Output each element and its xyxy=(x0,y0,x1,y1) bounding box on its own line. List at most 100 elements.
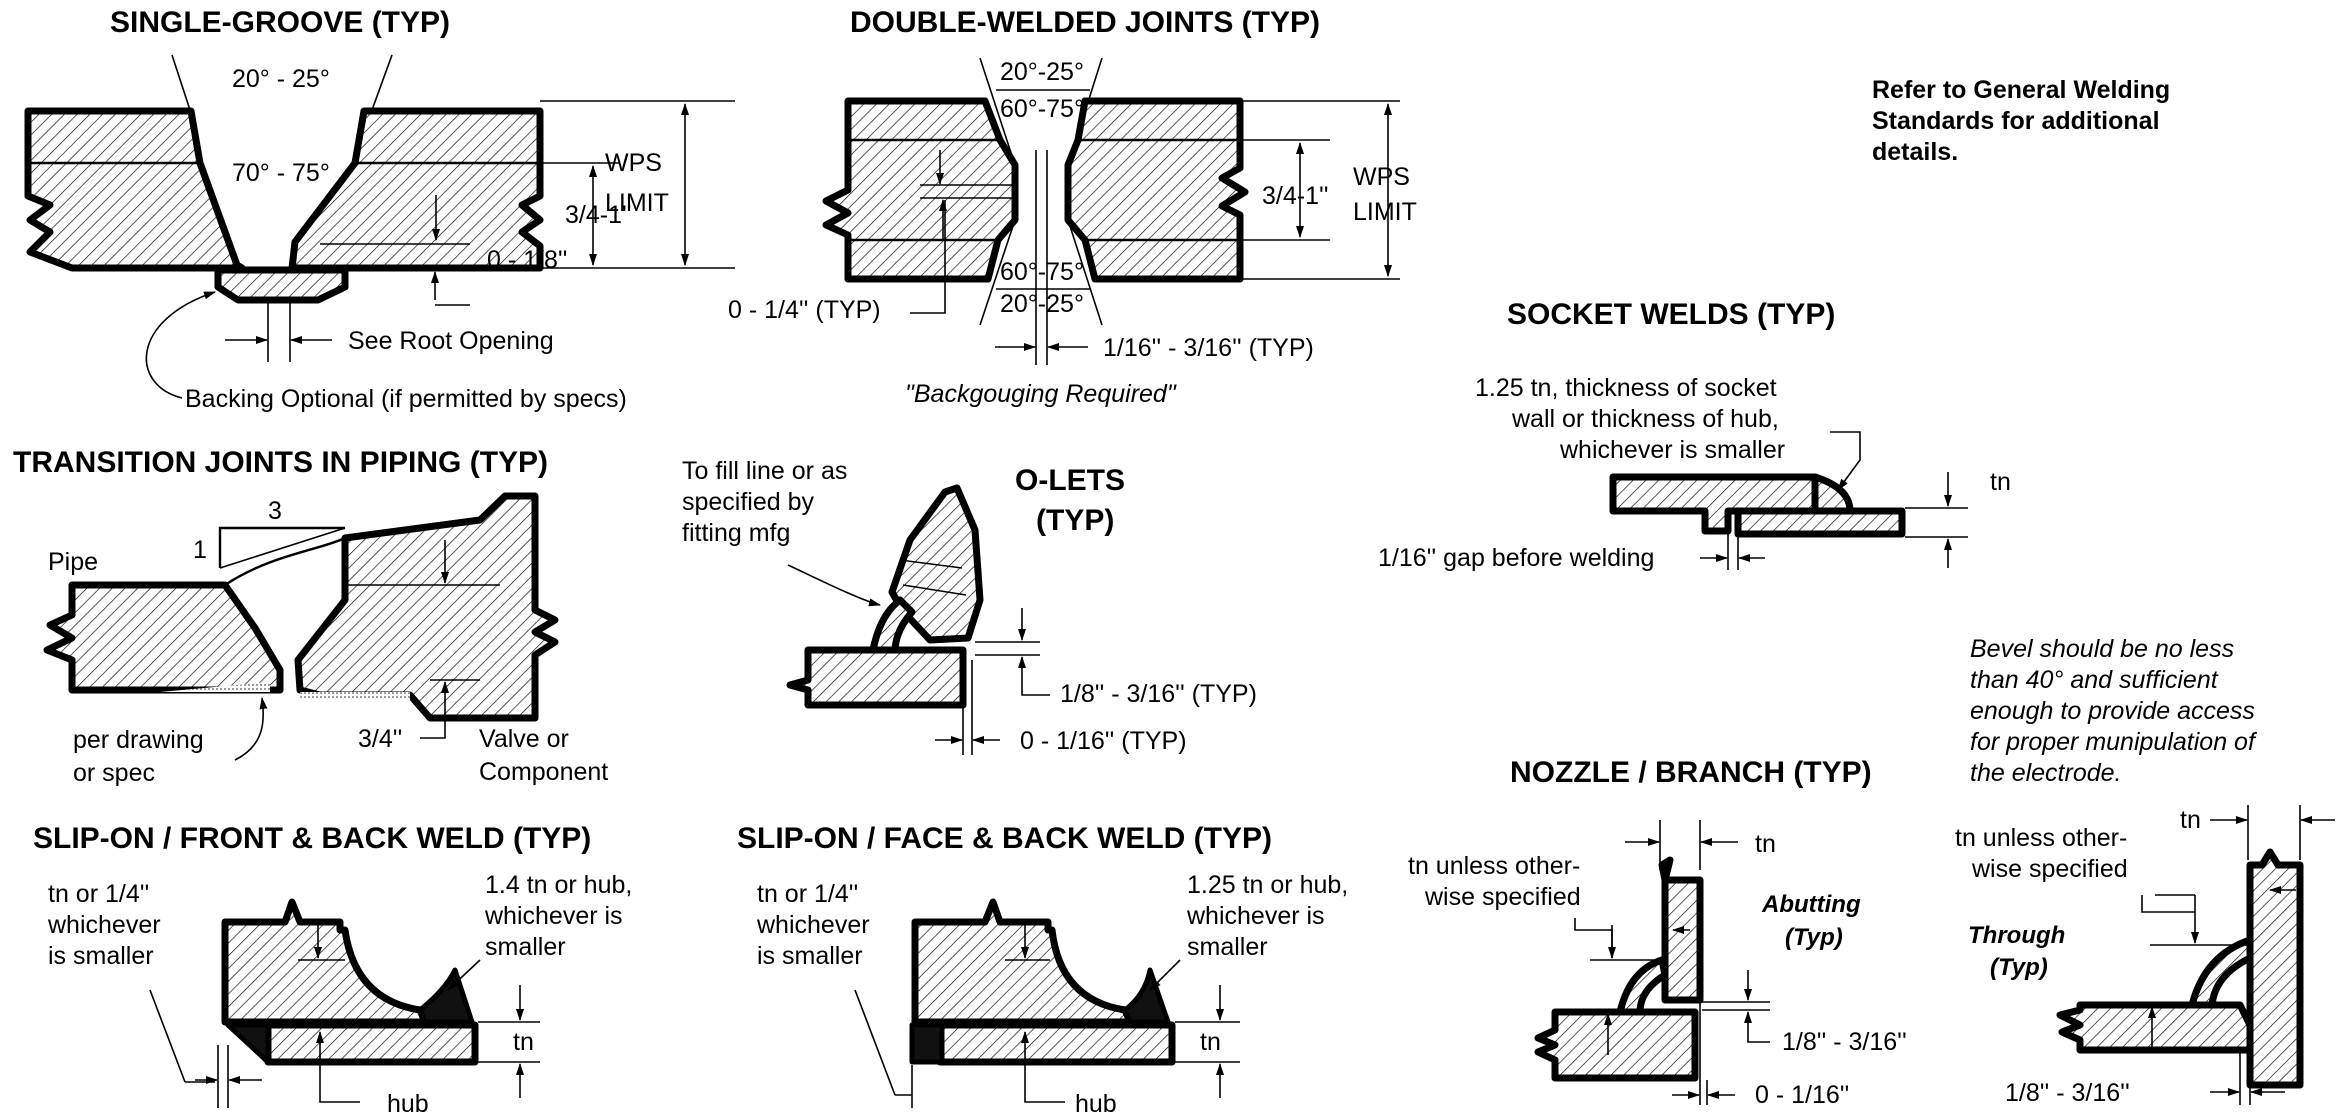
slip-face-right-3: smaller xyxy=(1187,933,1268,961)
nozzle-through-weld xyxy=(2188,936,2254,1009)
double-welded-detail: DOUBLE-WELDED JOINTS (TYP) 20°-25° 60°-7… xyxy=(728,6,1417,408)
slip-face-left-2: whichever xyxy=(756,911,870,939)
socket-gap-label: 1/16'' gap before welding xyxy=(1378,544,1654,572)
slip-front-pipe xyxy=(264,1021,479,1066)
transition-valve-component xyxy=(294,492,559,722)
nozzle-through-label-2: (Typ) xyxy=(1990,954,2048,981)
nozzle-tn-right: tn xyxy=(2180,806,2201,834)
slip-on-front-back-detail: SLIP-ON / FRONT & BACK WELD (TYP) tn or … xyxy=(33,822,632,1115)
double-welded-right-plate xyxy=(1064,97,1249,283)
transition-per-line-1: per drawing xyxy=(73,726,204,754)
general-note: Refer to General Welding Standards for a… xyxy=(1872,76,2170,166)
slip-front-left-3: is smaller xyxy=(48,942,154,970)
single-groove-angle-top: 20° - 25° xyxy=(232,65,330,93)
single-groove-left-plate xyxy=(24,107,246,272)
slip-front-tn: tn xyxy=(513,1028,534,1056)
nozzle-abutting-weld xyxy=(1616,956,1669,1016)
bevel-note-line-4: for proper munipulation of xyxy=(1970,728,2258,756)
nozzle-tn-top: tn xyxy=(1755,830,1776,858)
olet-detail: O-LETS (TYP) To fill line or as specifie… xyxy=(682,457,1257,755)
single-groove-detail: SINGLE-GROOVE (TYP) 20° - 25° 70° - 75° … xyxy=(24,6,735,413)
double-welded-backgouging-note: "Backgouging Required" xyxy=(905,380,1177,408)
single-groove-right-plate xyxy=(288,107,544,272)
slip-face-tn: tn xyxy=(1200,1028,1221,1056)
double-welded-gap: 1/16'' - 3/16'' (TYP) xyxy=(1103,334,1314,362)
slip-front-right-2: whichever is xyxy=(484,902,623,930)
slip-face-hub-weld xyxy=(1122,967,1171,1025)
nozzle-dim-3: 1/8'' - 3/16'' xyxy=(2005,1079,2130,1107)
single-groove-angle-mid: 70° - 75° xyxy=(232,159,330,187)
olet-run-pipe xyxy=(786,646,967,709)
single-groove-dim-land: 0 - 1/8'' xyxy=(487,246,567,274)
double-welded-wps: WPS xyxy=(1353,163,1410,191)
transition-per-line-2: or spec xyxy=(73,759,155,787)
double-angle-top-outer: 20°-25° xyxy=(1000,58,1084,86)
slip-face-left-3: is smaller xyxy=(757,942,863,970)
general-note-line-1: Refer to General Welding xyxy=(1872,76,2170,104)
olet-fill-line-1: To fill line or as xyxy=(682,457,847,485)
olet-title-1: O-LETS xyxy=(1015,464,1125,497)
slip-front-flange xyxy=(221,898,429,1026)
bevel-note-line-1: Bevel should be no less xyxy=(1970,635,2234,663)
transition-title: TRANSITION JOINTS IN PIPING (TYP) xyxy=(13,446,548,479)
general-note-line-3: details. xyxy=(1872,138,1958,166)
general-note-line-2: Standards for additional xyxy=(1872,107,2160,135)
slip-front-hub-weld xyxy=(417,967,475,1025)
single-groove-backing-bar xyxy=(214,266,349,304)
bevel-note-line-2: than 40° and sufficient xyxy=(1970,666,2219,694)
socket-tn-label: tn xyxy=(1990,468,2011,496)
transition-ratio-three: 3 xyxy=(268,497,282,525)
socket-note-line-1: 1.25 tn, thickness of socket xyxy=(1475,374,1777,402)
slip-front-left-2: whichever xyxy=(47,911,161,939)
transition-dim: 3/4'' xyxy=(358,725,402,753)
double-welded-dim-3-4: 3/4-1'' xyxy=(1262,182,1329,210)
transition-pipe-label: Pipe xyxy=(48,548,98,576)
slip-front-back-weld xyxy=(225,1022,271,1065)
slip-face-pipe xyxy=(936,1021,1176,1066)
slip-front-hub: hub xyxy=(387,1090,429,1115)
olet-dim-2: 0 - 1/16'' (TYP) xyxy=(1020,727,1187,755)
transition-pipe-section xyxy=(43,581,284,694)
olet-dim-1: 1/8'' - 3/16'' (TYP) xyxy=(1060,680,1257,708)
double-angle-bot-inner: 60°-75° xyxy=(1000,258,1084,286)
nozzle-unless-line-3: tn unless other- xyxy=(1955,824,2127,852)
double-welded-land: 0 - 1/4'' (TYP) xyxy=(728,296,881,324)
slip-face-flange xyxy=(911,898,1134,1026)
double-angle-bot-outer: 20°-25° xyxy=(1000,290,1084,318)
nozzle-unless-line-4: wise specified xyxy=(1971,855,2128,883)
slip-front-right-3: smaller xyxy=(485,933,566,961)
transition-ratio-one: 1 xyxy=(193,536,207,564)
olet-title-2: (TYP) xyxy=(1036,504,1114,537)
socket-weld-detail: SOCKET WELDS (TYP) 1.25 tn, thickness of… xyxy=(1378,298,2011,572)
double-welded-left-plate xyxy=(822,97,1019,283)
socket-note-line-2: wall or thickness of hub, xyxy=(1511,405,1779,433)
nozzle-unless-line-2: wise specified xyxy=(1424,883,1581,911)
transition-joint-detail: TRANSITION JOINTS IN PIPING (TYP) 3 1 Pi… xyxy=(13,446,608,787)
socket-weld-title: SOCKET WELDS (TYP) xyxy=(1507,298,1835,331)
slip-on-face-back-detail: SLIP-ON / FACE & BACK WELD (TYP) tn or 1… xyxy=(737,822,1348,1115)
bevel-note-line-5: the electrode. xyxy=(1970,759,2122,787)
transition-valve-line-2: Component xyxy=(479,758,608,786)
slip-front-left-1: tn or 1/4'' xyxy=(48,880,149,908)
slip-front-right-1: 1.4 tn or hub, xyxy=(485,871,632,899)
nozzle-abutting-label-2: (Typ) xyxy=(1785,924,1843,951)
nozzle-dim-2: 0 - 1/16'' xyxy=(1755,1081,1849,1109)
slip-face-hub: hub xyxy=(1075,1090,1117,1115)
nozzle-title: NOZZLE / BRANCH (TYP) xyxy=(1510,756,1872,789)
olet-fill-line-3: fitting mfg xyxy=(682,519,790,547)
single-groove-backing-note: Backing Optional (if permitted by specs) xyxy=(185,385,627,413)
slip-face-title: SLIP-ON / FACE & BACK WELD (TYP) xyxy=(737,822,1272,855)
nozzle-abutting-header xyxy=(1534,1008,1699,1082)
single-groove-title: SINGLE-GROOVE (TYP) xyxy=(110,6,450,39)
slip-face-back-weld xyxy=(909,1022,945,1065)
double-welded-limit: LIMIT xyxy=(1353,198,1417,226)
bevel-note-line-3: enough to provide access xyxy=(1970,697,2255,725)
nozzle-through-branch xyxy=(2246,848,2304,1089)
nozzle-dim-1: 1/8'' - 3/16'' xyxy=(1782,1028,1907,1056)
socket-note-line-3: whichever is smaller xyxy=(1559,436,1785,464)
bevel-note: Bevel should be no less than 40° and suf… xyxy=(1970,635,2258,787)
transition-valve-line-1: Valve or xyxy=(479,725,569,753)
single-groove-limit: LIMIT xyxy=(605,189,669,217)
